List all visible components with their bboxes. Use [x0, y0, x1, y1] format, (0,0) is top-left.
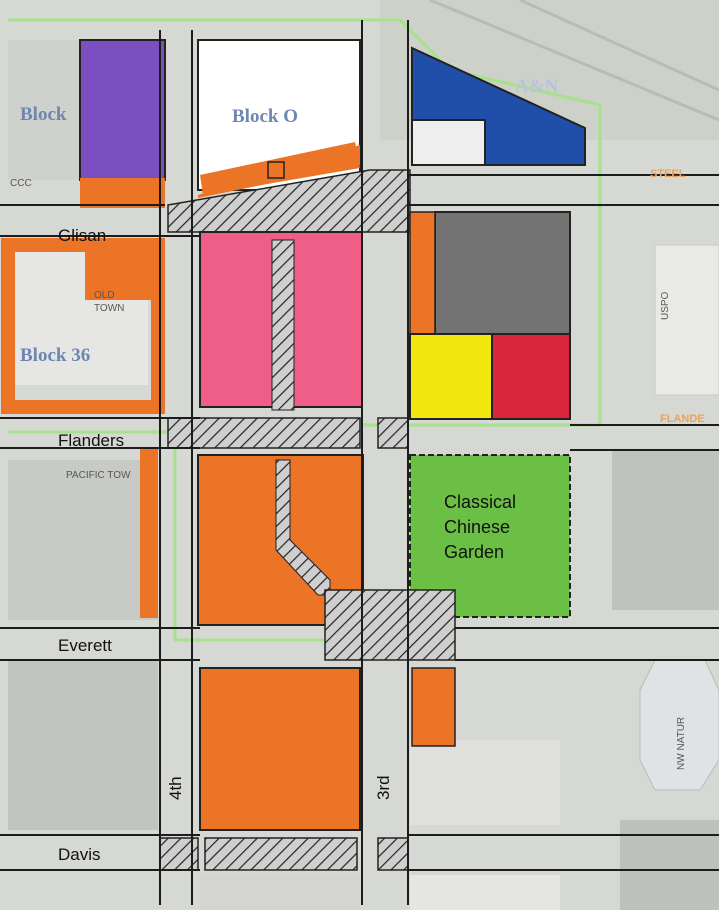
basemap-label-steel: STEEL	[650, 168, 686, 180]
block-orange-side	[409, 211, 436, 335]
basemap-label-block-36: Block 36	[20, 345, 91, 366]
block-orange-left-strip	[140, 448, 158, 618]
block-yellow	[409, 333, 493, 420]
basemap-label-usps: USPO	[660, 291, 671, 320]
hatched-street-davis	[204, 837, 358, 871]
street-label-4th: 4th	[166, 776, 185, 800]
aerial-building-left	[8, 460, 158, 620]
street-label-flanders: Flanders	[58, 431, 125, 450]
hatched-street-flanders	[377, 417, 409, 449]
aerial-building-bottom	[410, 740, 560, 825]
aerial-building-left	[8, 660, 158, 830]
basemap-label-ccc: CCC	[10, 178, 32, 189]
street-label-everett: Everett	[58, 636, 112, 655]
aerial-building-bottom	[200, 875, 360, 910]
aerial-building-right	[612, 450, 719, 610]
block-orange-bottom-right	[411, 667, 456, 747]
basemap-label-flanders: FLANDE	[660, 413, 705, 425]
basemap-label-nw-natural: NW NATUR	[676, 716, 687, 770]
block-orange-strip	[80, 178, 165, 208]
basemap-label-an: A&N	[515, 76, 559, 97]
aerial-building-right	[620, 820, 719, 910]
block-red	[491, 333, 571, 420]
pink-walkway	[271, 239, 295, 411]
basemap-label-pacific-tower: PACIFIC TOW	[66, 470, 131, 481]
basemap-label-old-town-2: TOWN	[94, 303, 125, 314]
garden-label-line3: Garden	[444, 542, 505, 562]
street-lines	[0, 20, 719, 905]
rail-line	[519, 0, 719, 92]
street-label-glisan: Glisan	[58, 226, 107, 245]
street-label-3rd: 3rd	[374, 775, 393, 800]
garden-label-line1: Classical	[444, 492, 517, 512]
block-an-white	[411, 119, 486, 166]
orange-walkway	[275, 459, 331, 596]
garden-label-line2: Chinese	[444, 517, 511, 537]
basemap-label-block: Block	[20, 104, 67, 125]
aerial-building-left	[8, 40, 83, 180]
hatched-street-davis	[377, 837, 409, 871]
block-36	[1, 238, 165, 414]
block-36-orange	[85, 245, 158, 300]
aerial-building-nw-natural	[639, 659, 719, 791]
aerial-building-right	[654, 244, 719, 396]
block-gray	[434, 211, 571, 335]
block-o-orange	[200, 142, 360, 195]
aerial-building-bottom	[410, 875, 560, 910]
rail-line	[429, 0, 719, 122]
street-label-davis: Davis	[58, 845, 101, 864]
block-purple	[79, 39, 166, 181]
basemap-label-block-o: Block O	[232, 106, 298, 127]
block-o-marker	[267, 161, 285, 179]
hatched-street-flanders	[167, 417, 361, 449]
hatched-street-glisan	[167, 169, 411, 233]
basemap-label-old-town-1: OLD	[94, 290, 115, 301]
hatched-street-everett	[324, 589, 456, 661]
block-orange-bottom	[199, 667, 361, 831]
garden-label: Classical Chinese Garden	[444, 490, 516, 565]
